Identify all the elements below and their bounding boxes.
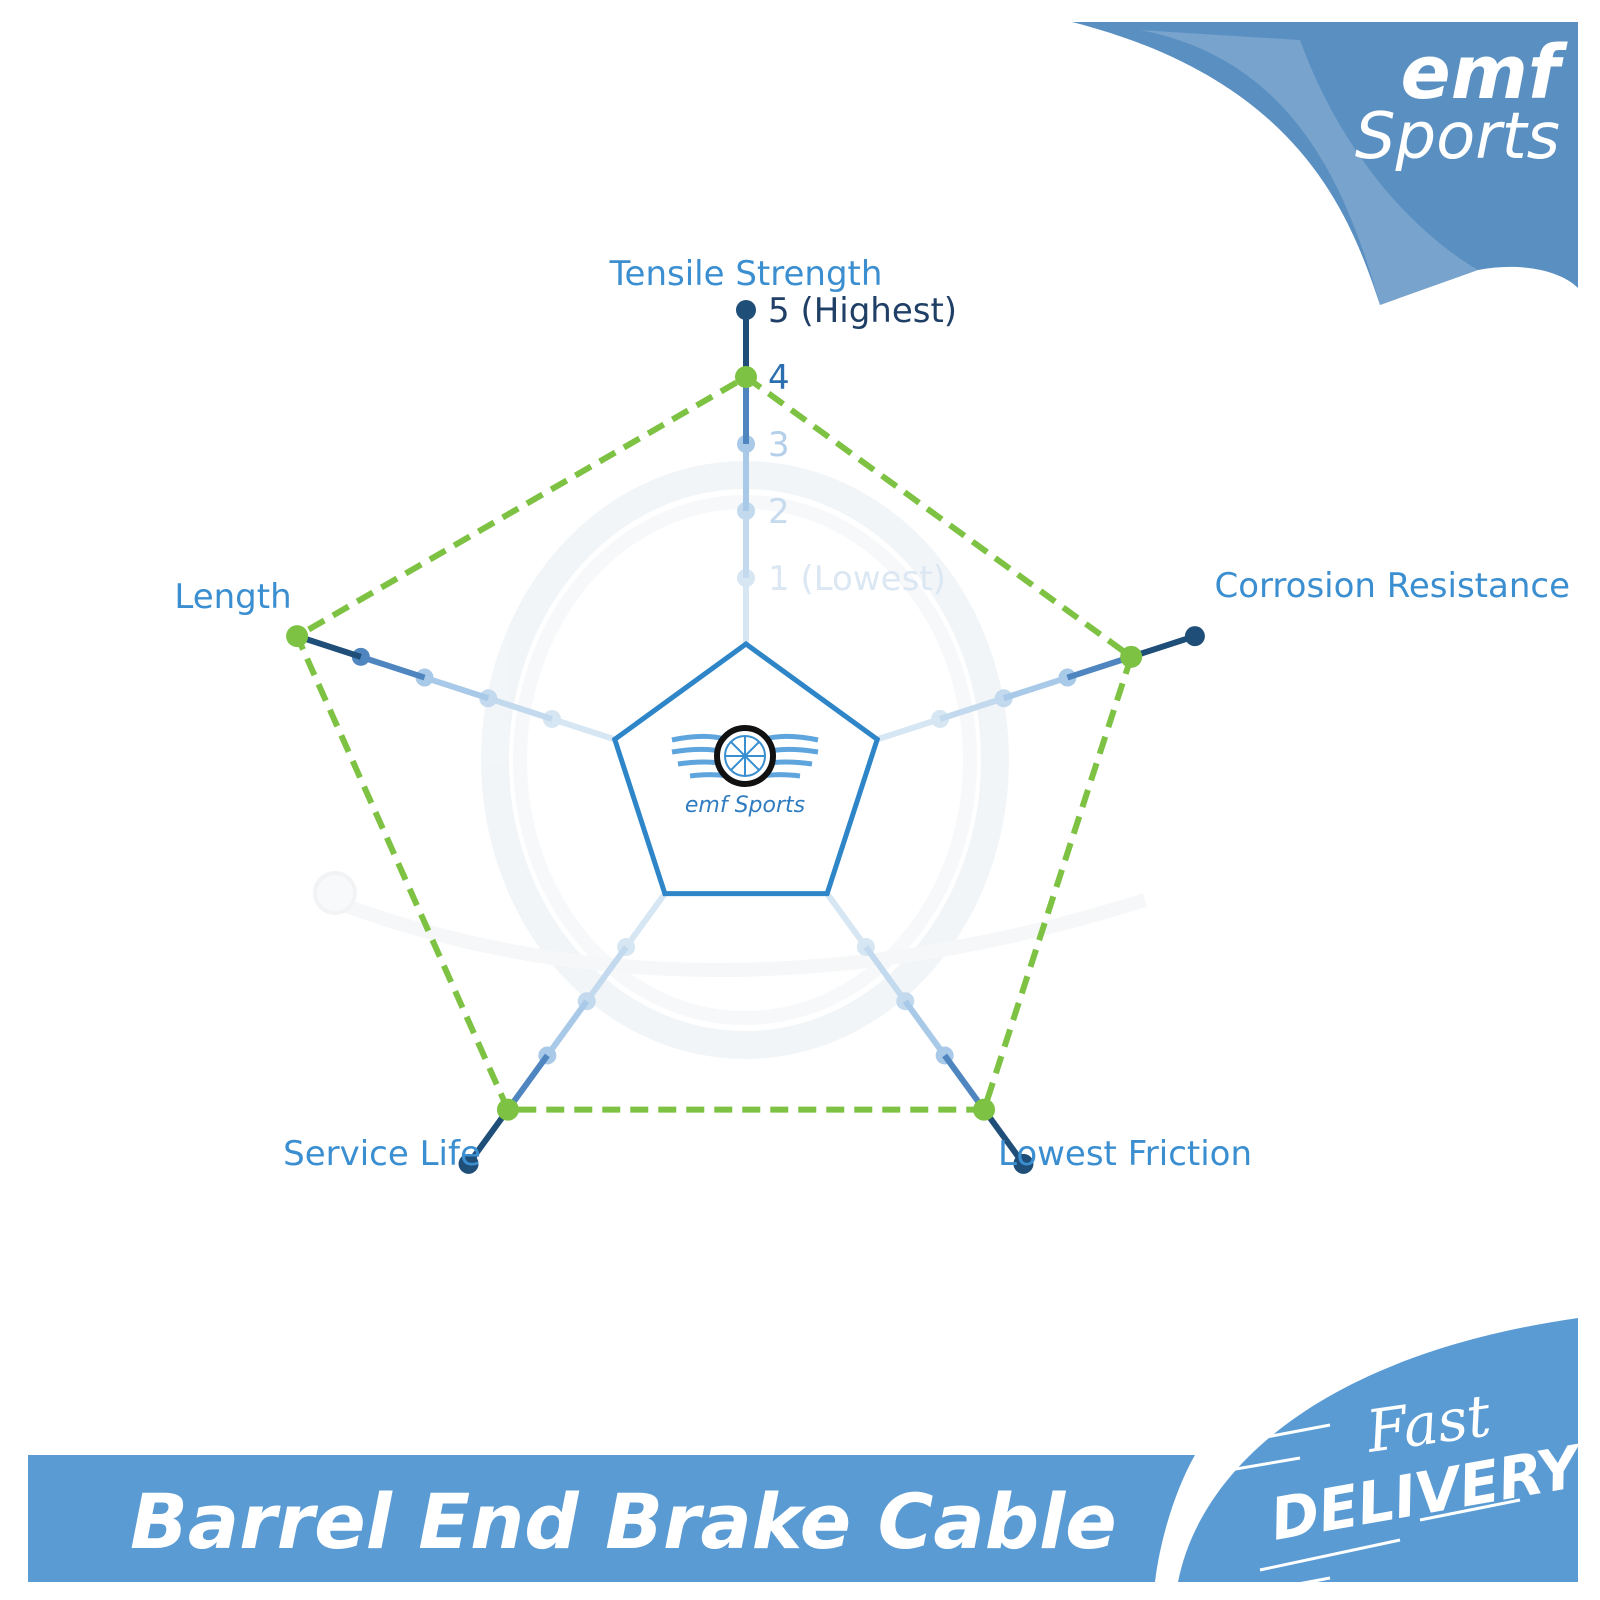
title-banner: Barrel End Brake Cable — [28, 1455, 1195, 1582]
winged-wheel-icon — [671, 725, 819, 787]
axis-tick-marker — [458, 1153, 479, 1174]
axis-label: Service Life — [283, 1134, 481, 1174]
axis-segment — [1002, 674, 1069, 702]
axis-segment — [551, 716, 616, 743]
axis-label: Tensile Strength — [609, 254, 883, 294]
axis-segment — [584, 945, 629, 1004]
brand-logo-sports: Sports — [1355, 100, 1560, 174]
tick-label: 4 — [768, 358, 790, 398]
axis-segment — [902, 999, 948, 1058]
axis-segment — [423, 674, 490, 702]
axis-segment — [981, 1107, 1026, 1166]
tick-label: 5 (Highest) — [768, 291, 957, 331]
axis-segment — [623, 891, 668, 949]
tick-label: 2 — [768, 492, 790, 532]
axis-tick-marker — [1013, 1153, 1034, 1174]
axis-segment — [487, 695, 553, 722]
axis-label: Corrosion Resistance — [1215, 566, 1571, 606]
center-logo-text: emf Sports — [685, 793, 805, 818]
center-logo: emf Sports — [671, 725, 819, 818]
brand-corner-flap: emf Sports — [1072, 22, 1578, 305]
axis-segment — [824, 891, 869, 949]
series-point — [735, 366, 757, 388]
axis-segment — [876, 716, 941, 743]
series-point — [496, 1098, 519, 1121]
axis-segment — [296, 633, 362, 660]
tick-label: 3 — [768, 425, 790, 465]
speed-lines-icon — [1229, 1423, 1521, 1597]
axis-segment — [466, 1107, 511, 1166]
series-point — [973, 1098, 996, 1121]
series-point — [286, 625, 309, 648]
axis-segment — [939, 695, 1005, 722]
fast-delivery-badge: Fast DELIVERY — [1178, 1318, 1590, 1597]
axis-segment — [544, 999, 590, 1058]
axis-label: Lowest Friction — [998, 1134, 1252, 1174]
axis-segment — [505, 1053, 550, 1112]
series-polygon — [293, 373, 1135, 1113]
axis-segment — [359, 653, 426, 681]
axis-segment — [942, 1053, 987, 1112]
axis-tick-marker — [1184, 626, 1205, 647]
axis-segment — [863, 945, 908, 1004]
series-point — [1120, 645, 1143, 668]
tick-label: 1 (Lowest) — [768, 559, 946, 599]
brand-logo-emf: emf — [1401, 30, 1568, 116]
axis-label: Length — [174, 577, 291, 617]
series-points — [286, 366, 1143, 1121]
axis-tick-marker — [736, 300, 756, 320]
axis-segment — [1130, 633, 1196, 660]
banner-title: Barrel End Brake Cable — [130, 1477, 1117, 1566]
tick-labels: 1 (Lowest) 2 3 4 5 (Highest) — [768, 291, 957, 599]
axis-segment — [1066, 653, 1133, 681]
